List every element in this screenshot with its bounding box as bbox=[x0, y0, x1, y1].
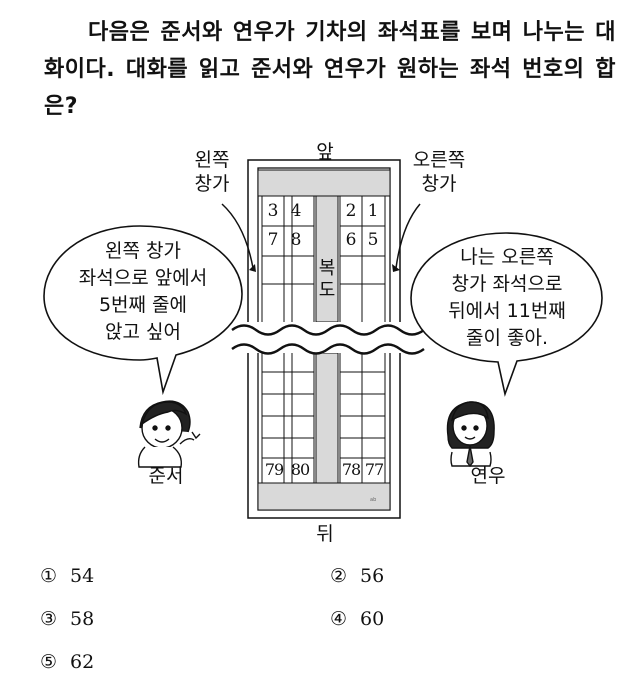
junseo-speech-line: 좌석으로 앞에서 bbox=[78, 267, 208, 289]
choice-number: ③ bbox=[40, 608, 58, 630]
junseo-speech-line: 앉고 싶어 bbox=[105, 321, 181, 343]
yeonwoo-speech-line: 뒤에서 11번째 bbox=[448, 300, 566, 322]
choice-1[interactable]: ① 54 bbox=[40, 564, 94, 588]
back-bar bbox=[257, 482, 391, 511]
choice-value: 62 bbox=[70, 651, 95, 673]
seat-7: 7 bbox=[267, 230, 279, 250]
yeonwoo-character bbox=[446, 401, 495, 468]
choice-number: ② bbox=[330, 565, 348, 587]
yeonwoo-speech-line: 나는 오른쪽 bbox=[460, 246, 554, 268]
front-label: 앞 bbox=[316, 141, 334, 163]
aisle-bottom bbox=[315, 352, 339, 484]
junseo-speech-line: 5번째 줄에 bbox=[98, 294, 188, 316]
wavy-break-top bbox=[231, 324, 425, 336]
choice-5[interactable]: ⑤ 62 bbox=[40, 650, 94, 674]
question-text: 다음은 준서와 연우가 기차의 좌석표를 보며 나누는 대화이다. 대화를 읽고… bbox=[44, 14, 616, 125]
choice-2[interactable]: ② 56 bbox=[330, 564, 384, 588]
junseo-speech-text: 왼쪽 창가 좌석으로 앞에서 5번째 줄에 앉고 싶어 bbox=[46, 238, 240, 346]
aisle-char-1: 복 bbox=[318, 258, 336, 279]
choice-number: ① bbox=[40, 565, 58, 587]
seat-80: 80 bbox=[290, 460, 310, 479]
left-window-line-2: 창가 bbox=[194, 173, 230, 195]
choice-value: 58 bbox=[70, 608, 95, 630]
aisle-char-2: 도 bbox=[318, 280, 336, 301]
seat-1: 1 bbox=[367, 201, 379, 221]
seat-78: 78 bbox=[341, 460, 361, 479]
yeonwoo-speech-text: 나는 오른쪽 창가 좌석으로 뒤에서 11번째 줄이 좋아. bbox=[413, 244, 601, 352]
wavy-break-bottom bbox=[231, 343, 425, 355]
left-window-label: 왼쪽 창가 bbox=[182, 148, 242, 196]
left-window-line-1: 왼쪽 bbox=[194, 149, 230, 171]
question-body: 다음은 준서와 연우가 기차의 좌석표를 보며 나누는 대화이다. 대화를 읽고… bbox=[44, 20, 616, 119]
aisle-label: 복 도 bbox=[316, 258, 338, 302]
choice-value: 56 bbox=[360, 565, 385, 587]
right-window-arrow bbox=[395, 203, 421, 269]
svg-text:ab: ab bbox=[370, 497, 376, 503]
seat-8: 8 bbox=[290, 230, 302, 250]
left-window-arrow bbox=[221, 203, 254, 269]
seat-6: 6 bbox=[345, 230, 357, 250]
seat-5: 5 bbox=[367, 230, 379, 250]
seat-3: 3 bbox=[267, 201, 279, 221]
front-bar bbox=[257, 169, 391, 197]
seat-4: 4 bbox=[290, 201, 302, 221]
seat-grid-top bbox=[261, 196, 386, 322]
junseo-speech-line: 왼쪽 창가 bbox=[105, 240, 181, 262]
choice-3[interactable]: ③ 58 bbox=[40, 607, 94, 631]
yeonwoo-name: 연우 bbox=[470, 465, 506, 487]
right-window-label: 오른쪽 창가 bbox=[398, 148, 480, 196]
choice-value: 60 bbox=[360, 608, 385, 630]
choice-number: ⑤ bbox=[40, 651, 58, 673]
junseo-speech-bubble bbox=[43, 225, 243, 396]
seat-grid-bottom bbox=[261, 353, 386, 483]
right-window-line-2: 창가 bbox=[421, 173, 457, 195]
junseo-name: 준서 bbox=[148, 465, 184, 487]
junseo-character bbox=[137, 400, 201, 468]
choice-number: ④ bbox=[330, 608, 348, 630]
seat-2: 2 bbox=[345, 201, 357, 221]
yeonwoo-speech-line: 줄이 좋아. bbox=[466, 327, 548, 349]
yeonwoo-speech-line: 창가 좌석으로 bbox=[451, 273, 563, 295]
right-window-line-1: 오른쪽 bbox=[412, 149, 466, 171]
choice-value: 54 bbox=[70, 565, 95, 587]
back-label: 뒤 bbox=[316, 523, 334, 545]
seat-77: 77 bbox=[364, 460, 384, 479]
choice-4[interactable]: ④ 60 bbox=[330, 607, 384, 631]
yeonwoo-speech-bubble bbox=[410, 232, 603, 397]
seat-79: 79 bbox=[264, 460, 284, 479]
